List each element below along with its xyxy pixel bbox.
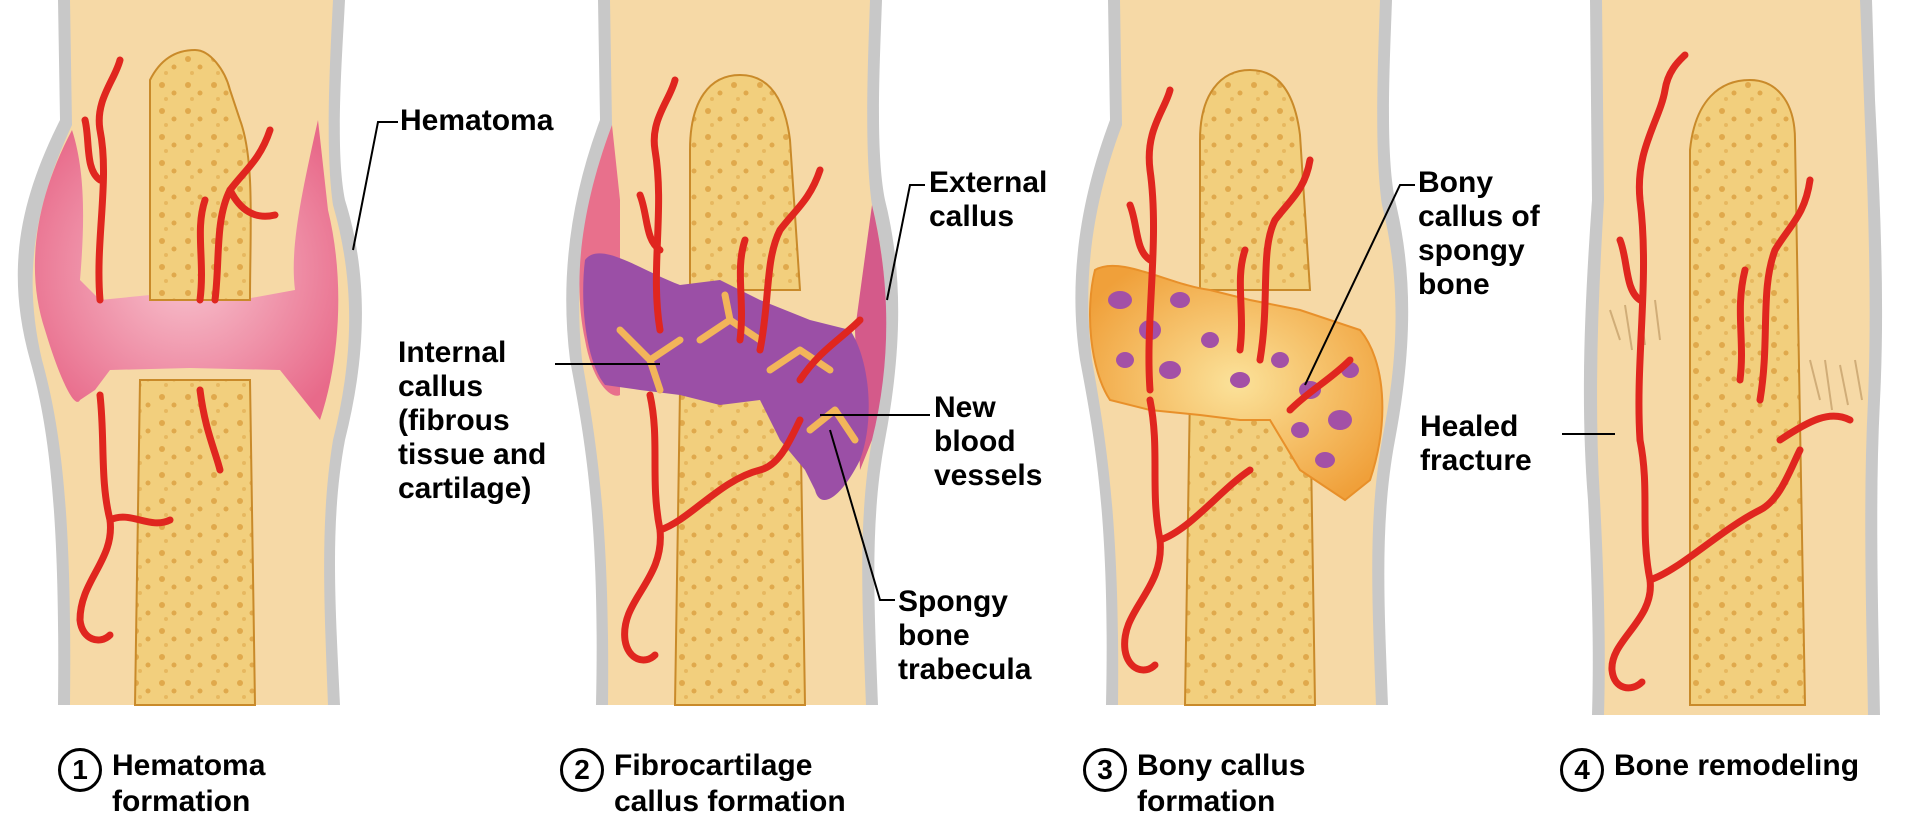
- label-spongy-bone-trabecula-line: trabecula: [898, 653, 1031, 687]
- stage-title-line: Bony callus: [1137, 748, 1305, 784]
- stage-1-text: Hematoma formation: [112, 748, 265, 820]
- stage-number-badge: 4: [1560, 748, 1604, 792]
- panel-2-fibrocartilage: [566, 0, 898, 705]
- label-bony-callus-line: spongy: [1418, 234, 1540, 268]
- label-internal-callus-line: Internal: [398, 336, 546, 370]
- label-hematoma-text: Hematoma: [400, 104, 553, 138]
- label-bony-callus-line: callus of: [1418, 200, 1540, 234]
- label-internal-callus-line: cartilage): [398, 472, 546, 506]
- label-healed-fracture: Healed fracture: [1420, 410, 1532, 478]
- label-bony-callus: Bony callus of spongy bone: [1418, 166, 1540, 302]
- label-healed-fracture-line: fracture: [1420, 444, 1532, 478]
- panel-3-bony-callus: [1075, 0, 1408, 705]
- label-new-blood-vessels-line: vessels: [934, 459, 1042, 493]
- stage-title-line: Bone remodeling: [1614, 748, 1859, 784]
- label-spongy-bone-trabecula-line: Spongy: [898, 585, 1031, 619]
- stage-3-caption: 3 Bony callus formation: [1083, 748, 1305, 820]
- label-bony-callus-line: bone: [1418, 268, 1540, 302]
- stage-3-text: Bony callus formation: [1137, 748, 1305, 820]
- stage-1-caption: 1 Hematoma formation: [58, 748, 265, 820]
- stage-title-line: callus formation: [614, 784, 846, 820]
- label-internal-callus: Internal callus (fibrous tissue and cart…: [398, 336, 546, 506]
- stage-4-text: Bone remodeling: [1614, 748, 1859, 784]
- stage-title-line: formation: [112, 784, 265, 820]
- panel-4-bone-remodeling: [1584, 0, 1882, 715]
- label-external-callus-line: callus: [929, 200, 1047, 234]
- panel-1-lower-bone: [135, 380, 255, 705]
- leader-hematoma: [353, 122, 398, 250]
- stage-4-caption: 4 Bone remodeling: [1560, 748, 1859, 792]
- panel-1-hematoma: [18, 0, 362, 705]
- panel-4-bone: [1690, 80, 1805, 705]
- label-internal-callus-line: (fibrous: [398, 404, 546, 438]
- stage-title-line: formation: [1137, 784, 1305, 820]
- stage-number-badge: 3: [1083, 748, 1127, 792]
- label-internal-callus-line: callus: [398, 370, 546, 404]
- panel-3-upper-bone: [1200, 70, 1310, 290]
- label-new-blood-vessels: New blood vessels: [934, 391, 1042, 493]
- label-new-blood-vessels-line: blood: [934, 425, 1042, 459]
- label-bony-callus-line: Bony: [1418, 166, 1540, 200]
- stage-number-badge: 2: [560, 748, 604, 792]
- label-hematoma: Hematoma: [400, 104, 553, 138]
- label-external-callus: External callus: [929, 166, 1047, 234]
- stage-title-line: Fibrocartilage: [614, 748, 846, 784]
- label-internal-callus-line: tissue and: [398, 438, 546, 472]
- stage-2-text: Fibrocartilage callus formation: [614, 748, 846, 820]
- stage-number-badge: 1: [58, 748, 102, 792]
- label-new-blood-vessels-line: New: [934, 391, 1042, 425]
- label-spongy-bone-trabecula: Spongy bone trabecula: [898, 585, 1031, 687]
- stage-2-caption: 2 Fibrocartilage callus formation: [560, 748, 846, 820]
- stage-title-line: Hematoma: [112, 748, 265, 784]
- label-external-callus-line: External: [929, 166, 1047, 200]
- label-spongy-bone-trabecula-line: bone: [898, 619, 1031, 653]
- label-healed-fracture-line: Healed: [1420, 410, 1532, 444]
